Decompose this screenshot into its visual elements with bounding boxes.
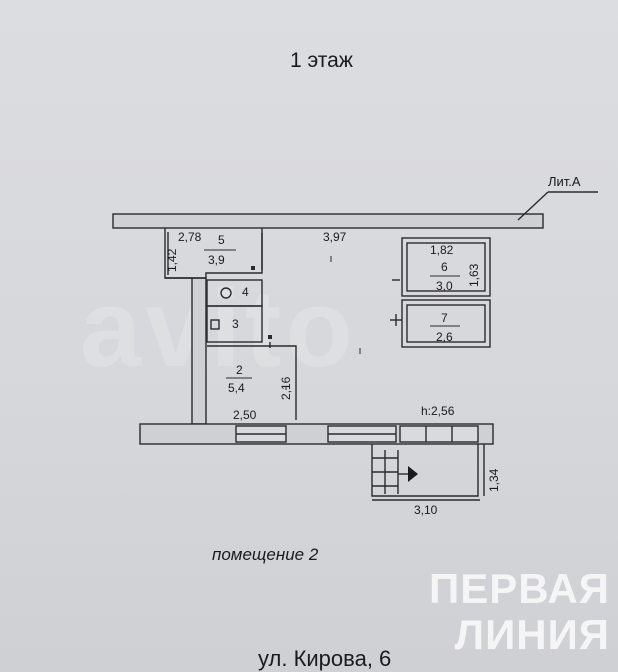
stair-arrow-icon (408, 466, 418, 482)
room2-area: 5,4 (228, 381, 245, 395)
left-wall (191, 277, 207, 425)
brand-logo: ПЕРВАЯ ЛИНИЯ (410, 566, 610, 658)
room5-area: 3,9 (208, 253, 225, 267)
room3-outline (206, 305, 263, 343)
room6-outline (401, 237, 491, 297)
room4-outline (206, 279, 263, 307)
premises-caption: помещение 2 (212, 545, 319, 564)
room7-number: 7 (441, 311, 448, 325)
building-label: Лит.А (548, 174, 581, 189)
toilet-icon (220, 287, 232, 299)
brand-line2: ЛИНИЯ (454, 611, 610, 658)
floor-title: 1 этаж (290, 49, 353, 72)
street-address: ул. Кирова, 6 (258, 646, 392, 671)
dim-room2-height: 2,16 (279, 376, 293, 400)
sink-icon (210, 319, 220, 330)
room2-number: 2 (236, 363, 243, 377)
door-opening (399, 425, 479, 443)
top-wall (112, 213, 544, 229)
room7-area: 2,6 (436, 330, 453, 344)
dim-porch-height: 1,34 (487, 468, 501, 492)
dim-room2-width: 2,50 (233, 408, 257, 422)
dim-room5-width: 2,78 (178, 230, 202, 244)
ceiling-height: h:2,56 (421, 404, 455, 418)
room7-outline (401, 299, 491, 348)
dim-room6-height: 1,63 (467, 263, 481, 287)
dim-main-width: 3,97 (323, 230, 347, 244)
dim-room5-height: 1,42 (165, 248, 179, 272)
room5-number: 5 (218, 233, 225, 247)
room4-number: 4 (242, 285, 249, 299)
room3-number: 3 (232, 317, 239, 331)
lit-leader (517, 191, 549, 221)
dim-room6-width: 1,82 (430, 243, 454, 257)
room2-outline (207, 345, 297, 420)
dim-porch-width: 3,10 (414, 503, 438, 517)
room6-number: 6 (441, 260, 448, 274)
brand-line1: ПЕРВАЯ (429, 565, 610, 612)
porch-outline (371, 444, 479, 497)
room6-area: 3,0 (436, 279, 453, 293)
